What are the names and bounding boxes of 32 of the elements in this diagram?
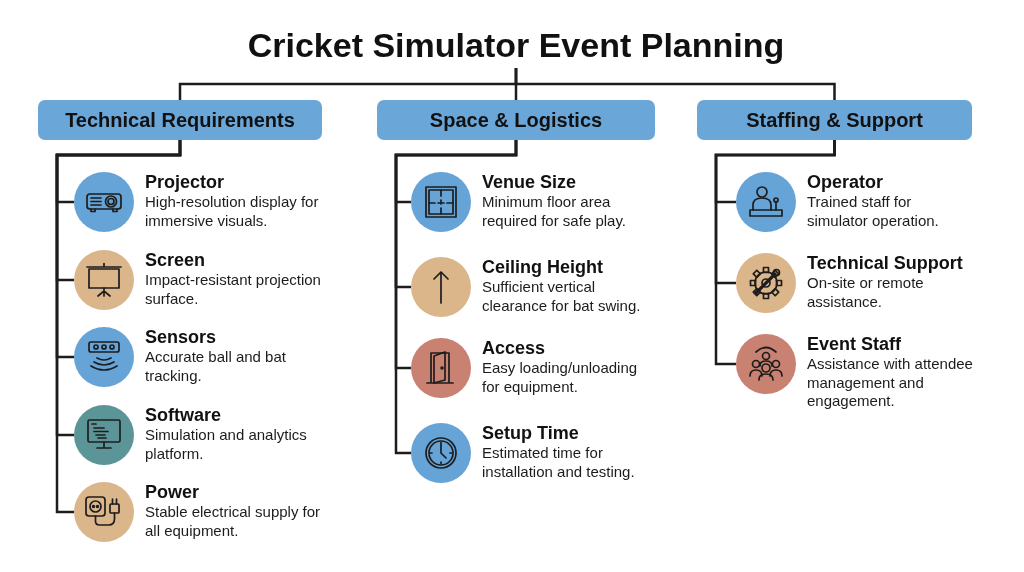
connector-line xyxy=(55,140,182,514)
item-heading: Venue Size xyxy=(482,172,577,193)
item-heading: Software xyxy=(145,405,222,426)
item-heading: Technical Support xyxy=(807,253,963,274)
item-description: Trained staff for simulator operation. xyxy=(807,193,940,230)
category-header: Staffing & Support xyxy=(697,100,972,140)
item-heading: Screen xyxy=(145,250,206,271)
item-description: Minimum floor area required for safe play. xyxy=(482,193,627,230)
item-heading: Sensors xyxy=(145,327,217,348)
item-description: Easy loading/unloading for equipment. xyxy=(482,359,639,396)
connector-line xyxy=(714,140,836,366)
item-heading: Power xyxy=(145,482,200,503)
item-description: Assistance with attendee management and engagement. xyxy=(807,355,974,411)
item-description: On-site or remote assistance. xyxy=(807,274,925,311)
item-description: Accurate ball and bat tracking. xyxy=(145,348,287,385)
item-heading: Ceiling Height xyxy=(482,257,603,278)
item-heading: Event Staff xyxy=(807,334,902,355)
item-heading: Setup Time xyxy=(482,423,579,444)
diagram-title: Cricket Simulator Event Planning xyxy=(246,22,786,68)
item-description: Impact-resistant projection surface. xyxy=(145,271,322,308)
item-description: Stable electrical supply for all equipment. xyxy=(145,503,322,540)
item-description: Sufficient vertical clearance for bat swing. xyxy=(482,278,642,315)
connector-line xyxy=(514,68,836,100)
category-header: Technical Requirements xyxy=(38,100,322,140)
category-header: Space & Logistics xyxy=(377,100,655,140)
item-heading: Projector xyxy=(145,172,225,193)
item-description: High-resolution display for immersive visuals. xyxy=(145,193,320,230)
connector-line xyxy=(394,140,518,455)
item-heading: Access xyxy=(482,338,546,359)
item-description: Simulation and analytics platform. xyxy=(145,426,308,463)
item-heading: Operator xyxy=(807,172,884,193)
item-description: Estimated time for installation and testing. xyxy=(482,444,636,481)
